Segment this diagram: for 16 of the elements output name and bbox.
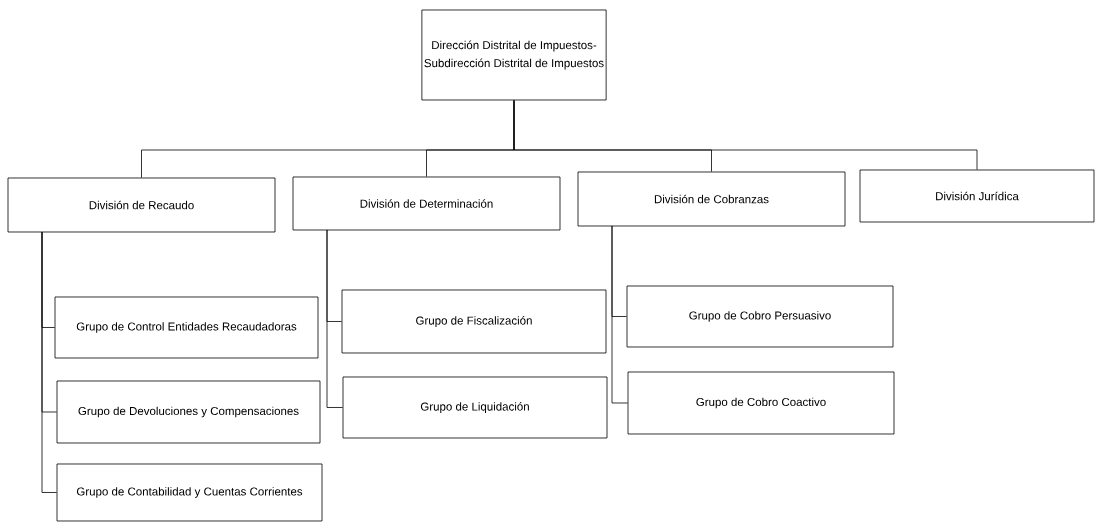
org-box: Grupo de Fiscalización	[341, 289, 607, 354]
connector-line	[611, 225, 628, 404]
org-box: Dirección Distrital de Impuestos- Subdirección Distrital de Impuestos	[421, 9, 607, 101]
org-box: Grupo de Devoluciones y Compensaciones	[56, 380, 321, 444]
org-box: División de Cobranzas	[577, 171, 846, 227]
connector-line	[41, 231, 57, 493]
org-box: Grupo de Cobro Coactivo	[627, 371, 895, 435]
org-box: División de Recaudo	[7, 177, 276, 233]
connector-line	[513, 100, 978, 170]
org-box: Grupo de Contabilidad y Cuentas Corrientes	[56, 463, 323, 522]
org-box: División Jurídica	[859, 169, 1095, 223]
org-box: Grupo de Control Entidades Recaudadoras	[54, 296, 319, 359]
connector-line	[326, 229, 343, 408]
org-box: Grupo de Cobro Persuasivo	[626, 285, 894, 348]
org-box: División de Determinación	[292, 176, 561, 231]
org-box: Grupo de Liquidación	[342, 376, 608, 439]
